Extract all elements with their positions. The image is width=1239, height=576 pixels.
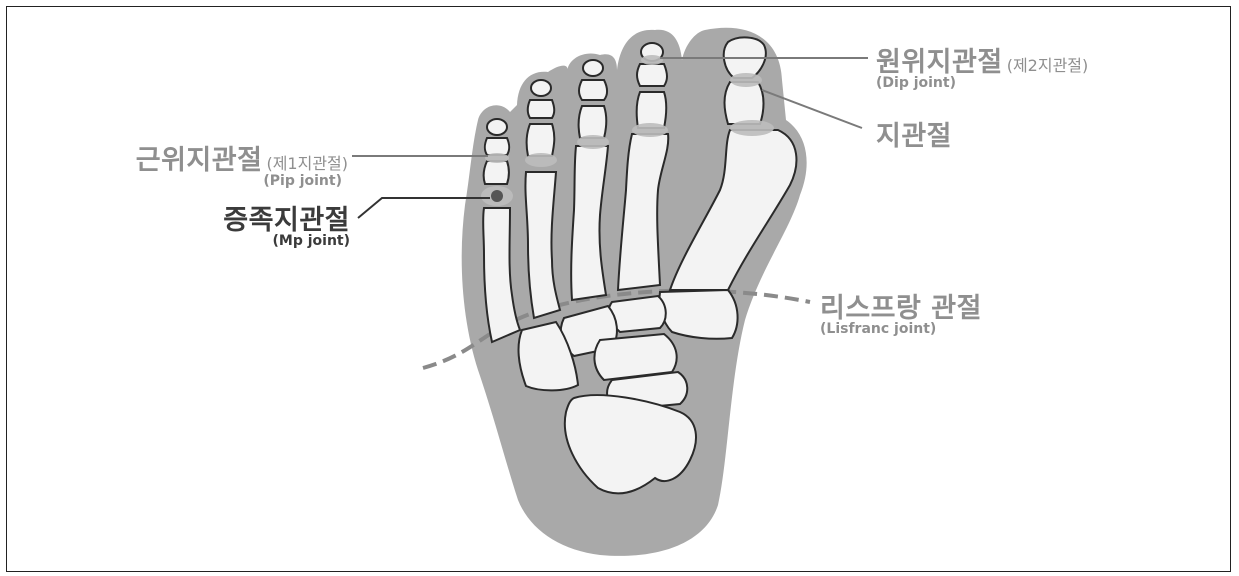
pip-joint-name: 근위지관절: [136, 145, 263, 176]
dip-joint-name: 원위지관절: [876, 47, 1003, 78]
mp-joint-marker: [491, 190, 503, 202]
ip-joint-name: 지관절: [876, 121, 952, 152]
ip-joint-label: 지관절: [876, 114, 952, 153]
mp-joint-name: 증족지관절: [223, 205, 350, 236]
mp-joint-label: 증족지관절 (Mp joint): [170, 198, 350, 249]
dip-joint-label: 원위지관절(제2지관절) (Dip joint): [876, 40, 1088, 91]
lisfranc-joint-label: 리스프랑 관절 (Lisfranc joint): [820, 286, 982, 337]
pip-joint-alt-name: (제1지관절): [266, 154, 348, 173]
lisfranc-joint-name: 리스프랑 관절: [820, 293, 982, 324]
dip-joint-alt-name: (제2지관절): [1007, 56, 1089, 75]
pip-joint-label: 근위지관절(제1지관절) (Pip joint): [38, 138, 348, 189]
